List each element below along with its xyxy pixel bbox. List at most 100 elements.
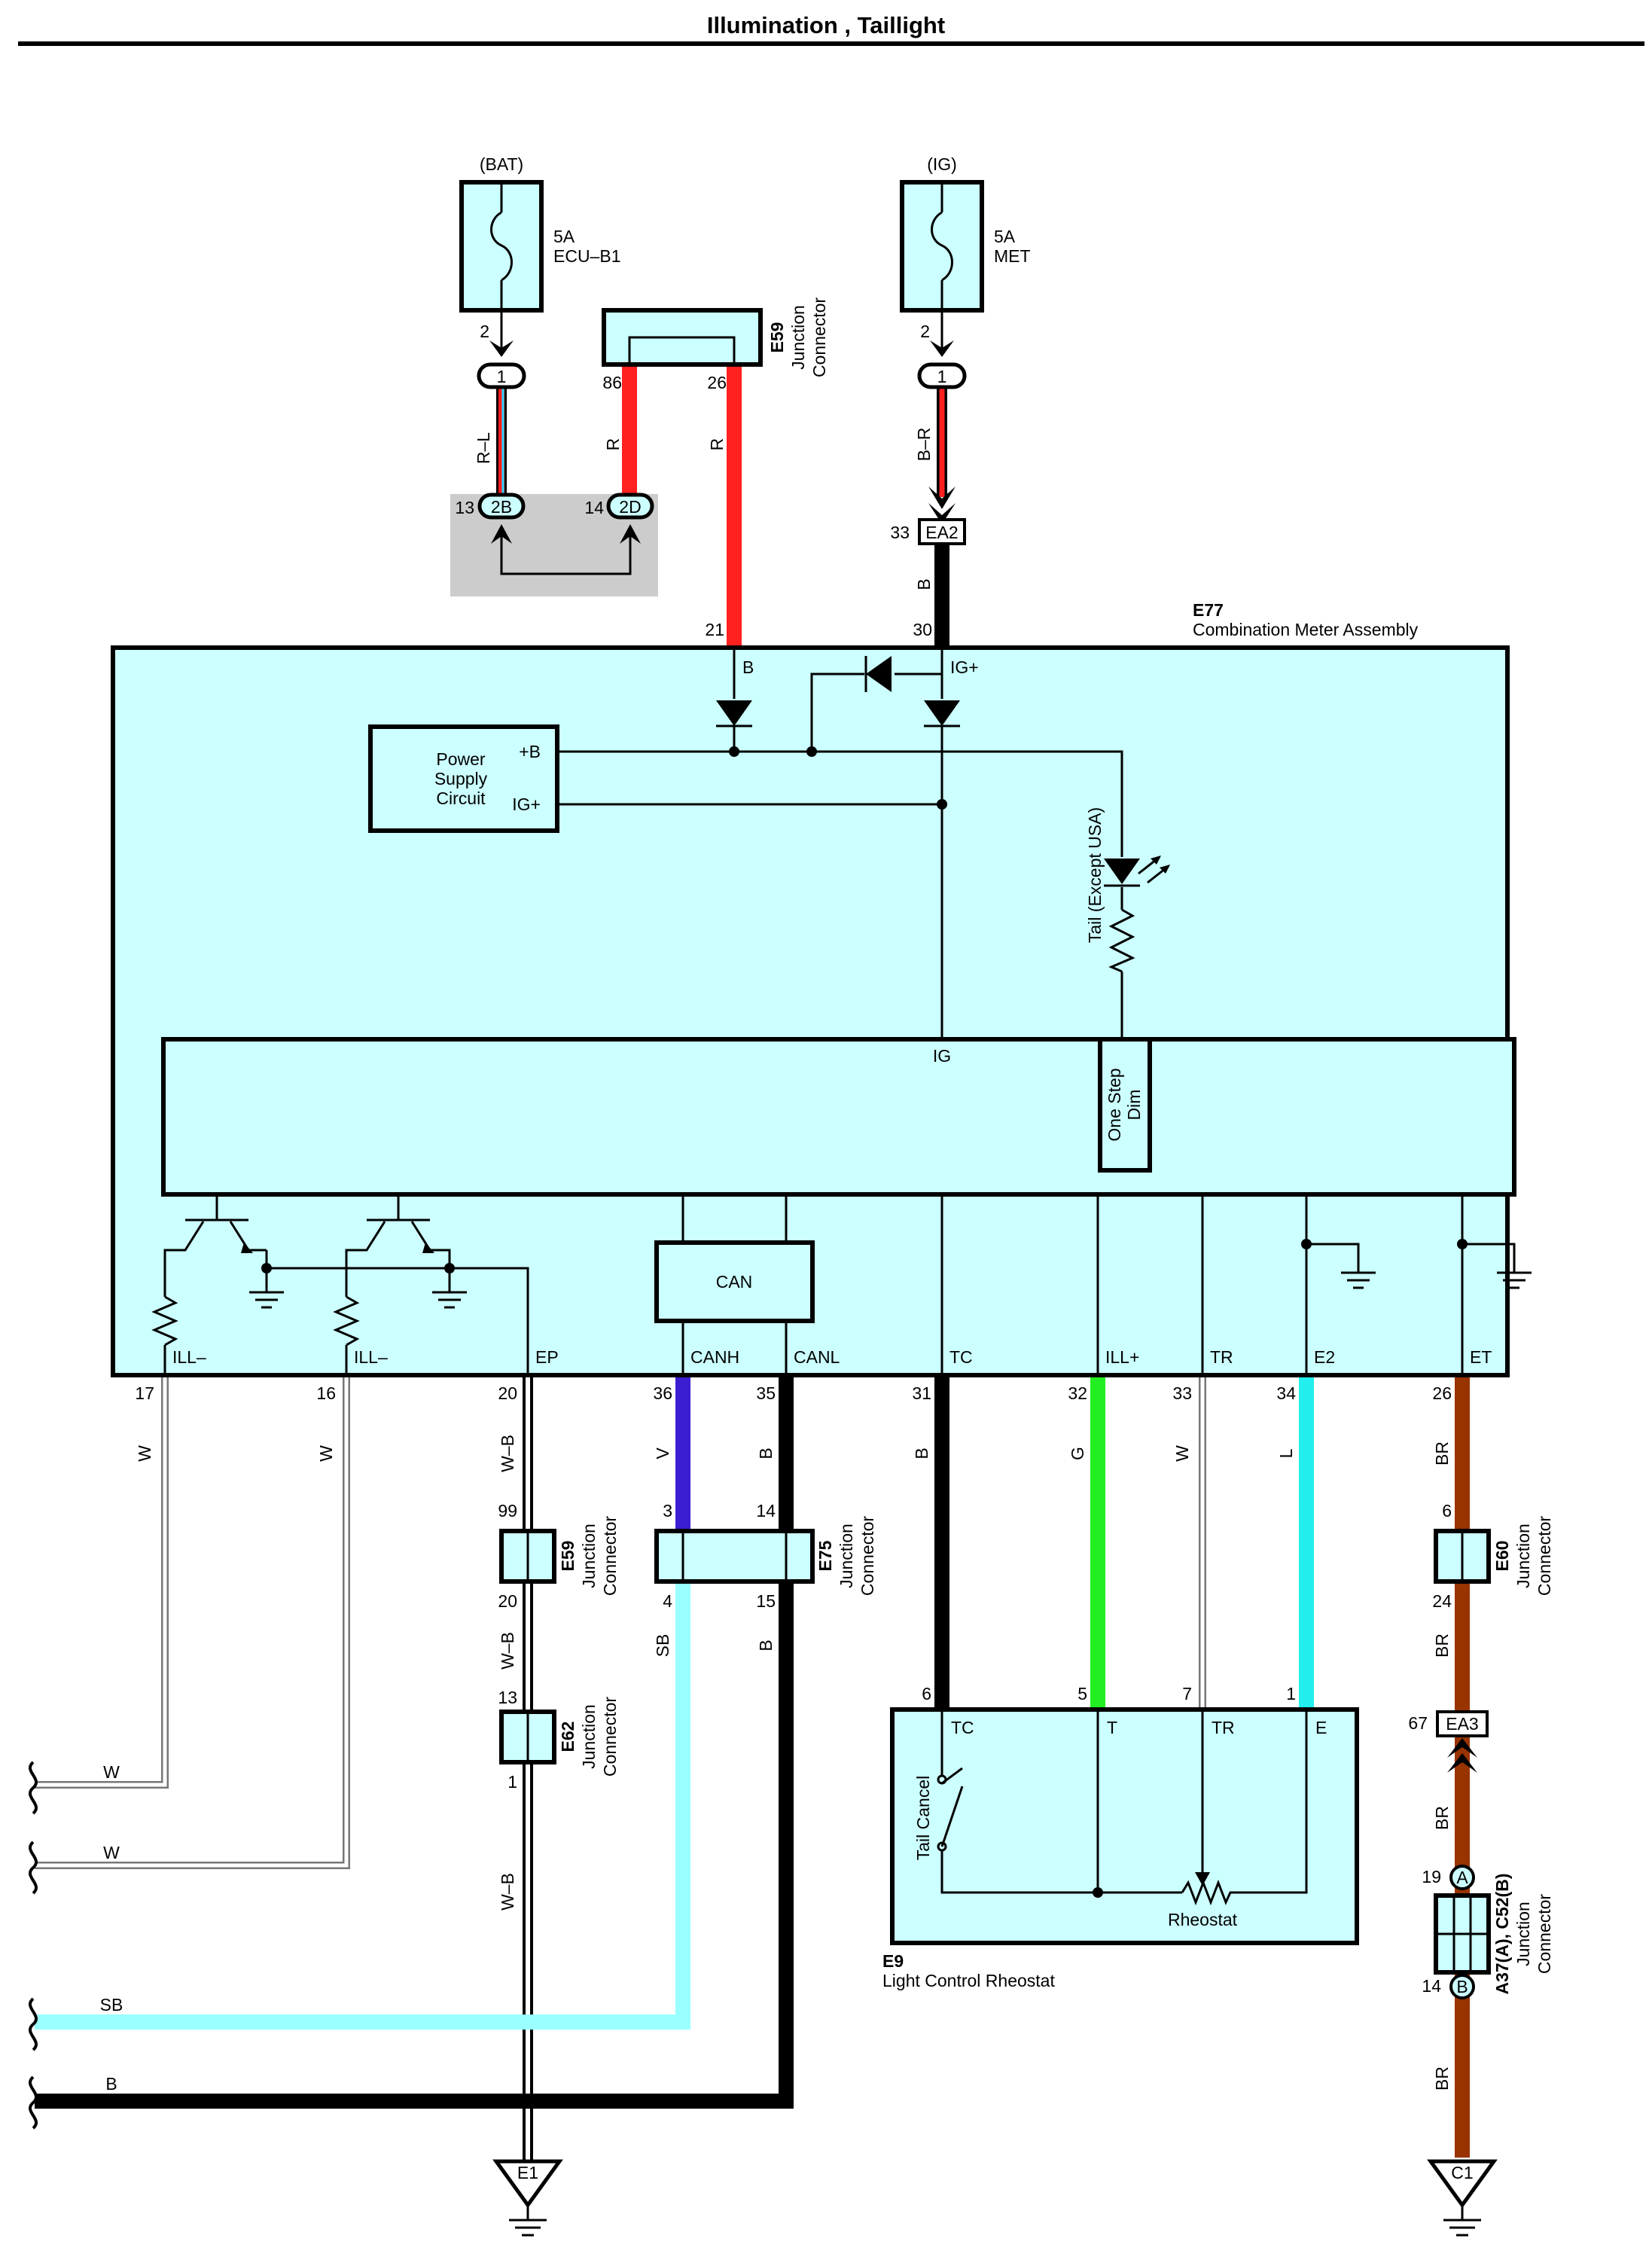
pin-16: 16 — [316, 1383, 336, 1403]
wire-r-l — [496, 388, 507, 497]
term-ill-plus: ILL+ — [1105, 1347, 1139, 1367]
e75-pin-tr: 14 — [756, 1501, 776, 1520]
term-tc: TC — [949, 1347, 973, 1367]
fuse-ig-conn: 1 — [937, 367, 947, 386]
e59b-label1: Junction — [579, 1523, 599, 1588]
e60-label1: Junction — [1513, 1523, 1533, 1588]
e75-pin-bl: 4 — [663, 1591, 672, 1611]
term-et: ET — [1470, 1347, 1492, 1367]
wire-label-b-ea2: B — [914, 578, 934, 590]
meter-label-b: B — [742, 657, 754, 677]
rh-pin-5: 5 — [1077, 1684, 1087, 1703]
meter-pin-30: 30 — [913, 620, 932, 639]
a37-pin-bottom: 14 — [1422, 1976, 1441, 1996]
fuse-met: (IG) 5A MET 2 1 B–R — [900, 154, 1031, 461]
pin-32: 32 — [1068, 1383, 1087, 1403]
meter-label-ig: IG+ — [950, 657, 979, 677]
e60-pin-bottom: 24 — [1432, 1591, 1452, 1611]
wire-sb — [35, 1581, 690, 2030]
fuse-bat-pin: 2 — [480, 322, 489, 341]
e62-label2: Connector — [600, 1697, 620, 1777]
rh-switch-label: Tail Cancel — [913, 1776, 933, 1861]
wire-b-e75 — [35, 1581, 794, 2109]
pin-17: 17 — [135, 1383, 154, 1403]
pin-34: 34 — [1276, 1383, 1296, 1403]
a37-label1: Junction — [1513, 1902, 1533, 1966]
e59b-pin-bottom: 20 — [498, 1591, 517, 1611]
junction-e59-lower: 99 20 E59 Junction Connector W–B — [498, 1501, 620, 1670]
ground-c1: C1 — [1427, 2159, 1498, 2237]
label-br-mid: BR — [1432, 1633, 1452, 1658]
label-w-b-low: W–B — [498, 1873, 517, 1911]
meter-pin-21: 21 — [705, 620, 724, 639]
conn-2d: 2D — [619, 497, 641, 517]
ground-c1-label: C1 — [1451, 2163, 1473, 2182]
pin-35: 35 — [756, 1383, 776, 1403]
term-canl: CANL — [794, 1347, 840, 1367]
label-l: L — [1276, 1448, 1296, 1458]
term-tr: TR — [1210, 1347, 1233, 1367]
junction-e59-top: 86 26 E59 Junction Connector — [602, 297, 829, 392]
ground-e1: E1 — [492, 2159, 563, 2237]
e59b-pin-top: 99 — [498, 1501, 517, 1520]
rh-term-tr: TR — [1212, 1718, 1235, 1737]
label-w-17: W — [135, 1445, 154, 1462]
diode-cross — [866, 656, 892, 692]
e59-label2: Connector — [809, 297, 829, 377]
rh-term-tc: TC — [951, 1718, 974, 1737]
one-step-line1: One Step — [1105, 1068, 1124, 1141]
term-canh: CANH — [690, 1347, 739, 1367]
e75-code: E75 — [815, 1540, 835, 1571]
ps-line2: Supply — [434, 769, 488, 788]
e75-pin-tl: 3 — [663, 1501, 672, 1520]
power-supply-circuit: Power Supply Circuit +B IG+ — [368, 724, 559, 833]
wire-w-17 — [35, 1375, 169, 1789]
ps-b: +B — [519, 742, 541, 761]
can-block: CAN — [654, 1197, 815, 1375]
rh-pin-1: 1 — [1286, 1684, 1296, 1703]
rh-code: E9 — [882, 1951, 904, 1971]
fuse-ig-rating: 5A — [994, 227, 1016, 246]
label-w-16: W — [316, 1445, 336, 1462]
wire-w-16 — [35, 1375, 350, 1869]
fuse-bat-name: ECU–B1 — [553, 246, 620, 266]
e60-code: E60 — [1492, 1541, 1512, 1572]
wire-label-r-26: R — [707, 438, 727, 451]
meter-terminal-lines — [940, 1197, 1532, 1375]
fuse-ecu-b1: (BAT) 5A ECU–B1 2 1 R–L — [459, 154, 620, 464]
pin-86: 86 — [602, 373, 622, 392]
label-w-b-ep: W–B — [498, 1435, 517, 1472]
e75-label1: Junction — [837, 1523, 856, 1588]
fuse-ig-source: (IG) — [927, 154, 957, 174]
term-ill-minus-2: ILL– — [354, 1347, 388, 1367]
combination-meter-e77: E77 Combination Meter Assembly 21 30 B I… — [111, 600, 1532, 1377]
left-label-b: B — [105, 2074, 117, 2094]
label-w-b-mid: W–B — [498, 1632, 517, 1670]
label-b-canl: B — [756, 1447, 776, 1459]
e60-label2: Connector — [1535, 1516, 1554, 1596]
label-br-low: BR — [1432, 2066, 1452, 2091]
e59b-label2: Connector — [600, 1516, 620, 1596]
e59b-code: E59 — [558, 1541, 578, 1572]
fuse-ig-pin: 2 — [920, 322, 930, 341]
term-e2: E2 — [1314, 1347, 1335, 1367]
pin-20: 20 — [498, 1383, 517, 1403]
e75-label2: Connector — [858, 1516, 877, 1596]
a37-pin-top: 19 — [1422, 1867, 1441, 1886]
ic-ig-label: IG — [933, 1046, 951, 1066]
ea2-pin: 33 — [890, 523, 910, 542]
resistor-ill1 — [151, 1295, 178, 1347]
label-br-ea3: BR — [1432, 1806, 1452, 1830]
conn-2b: 2B — [491, 497, 512, 517]
e59-label1: Junction — [788, 305, 808, 370]
label-v: V — [653, 1447, 672, 1459]
rh-name: Light Control Rheostat — [882, 1971, 1055, 1990]
junction-a37-c52: 19 A B 14 A37(A), C52(B) Junction Connec… — [1422, 1865, 1554, 2091]
e62-pin-bottom: 1 — [507, 1772, 517, 1792]
e62-label1: Junction — [579, 1704, 599, 1769]
tail-led-label: Tail (Except USA) — [1085, 807, 1105, 943]
ea3-name: EA3 — [1446, 1714, 1478, 1734]
pin-31: 31 — [912, 1383, 931, 1403]
e62-code: E62 — [558, 1722, 578, 1752]
rh-term-t: T — [1107, 1718, 1117, 1737]
